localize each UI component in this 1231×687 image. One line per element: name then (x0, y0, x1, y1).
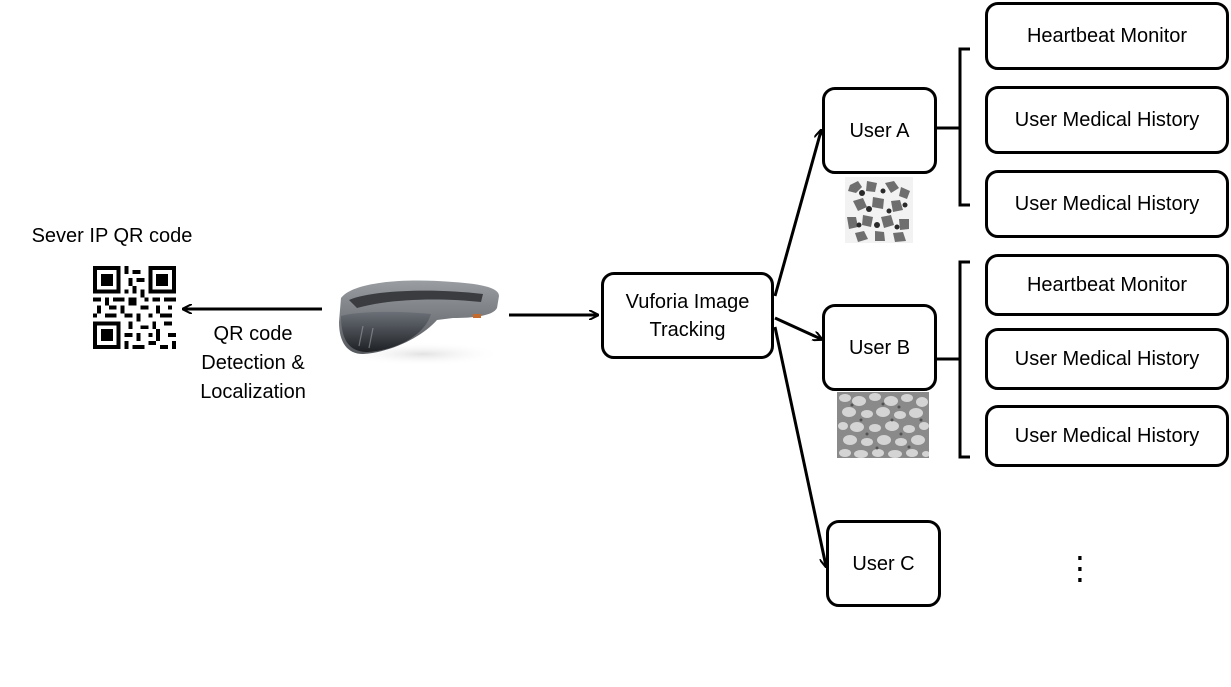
user-b-item-2-label: User Medical History (1014, 348, 1200, 370)
user-a-item-2-label: User Medical History (1014, 109, 1200, 131)
user-b-item-3-label: User Medical History (1014, 425, 1200, 447)
arrow-to-user-c (773, 326, 826, 566)
user-b-image-target-icon (837, 392, 929, 458)
vuforia-line-1: Vuforia Image (625, 290, 750, 313)
user-a-label: User A (849, 119, 910, 142)
bracket-user-b (936, 260, 970, 459)
more-items-ellipsis: ⋮ (1064, 550, 1096, 586)
detection-line-2: Detection & (201, 352, 305, 374)
user-c-label: User C (852, 552, 915, 575)
arrow-to-user-b (774, 316, 821, 339)
user-a-item-1-label: Heartbeat Monitor (1026, 25, 1188, 47)
user-c-box: User C (826, 520, 941, 607)
user-b-item-1: Heartbeat Monitor (985, 254, 1229, 316)
detection-line-1: QR code (213, 323, 293, 345)
arrow-to-user-a (773, 131, 821, 297)
bracket-user-a (936, 47, 970, 207)
user-b-box: User B (822, 304, 937, 391)
user-b-item-1-label: Heartbeat Monitor (1026, 274, 1188, 296)
ar-headset-icon (339, 280, 503, 366)
user-a-item-2: User Medical History (985, 86, 1229, 154)
user-b-item-3: User Medical History (985, 405, 1229, 467)
user-b-item-2: User Medical History (985, 328, 1229, 390)
vuforia-line-2: Tracking (649, 318, 726, 341)
vuforia-tracking-box: Vuforia Image Tracking (601, 272, 774, 359)
user-a-image-target-icon (845, 177, 913, 243)
detection-line-3: Localization (200, 381, 306, 403)
qr-code-icon (93, 266, 176, 349)
user-a-item-1: Heartbeat Monitor (985, 2, 1229, 70)
user-a-box: User A (822, 87, 937, 174)
user-b-label: User B (848, 336, 911, 359)
detection-label: QR code Detection & Localization (183, 320, 323, 407)
user-a-item-3-label: User Medical History (1014, 193, 1200, 215)
qr-title: Sever IP QR code (31, 225, 193, 247)
user-a-item-3: User Medical History (985, 170, 1229, 238)
